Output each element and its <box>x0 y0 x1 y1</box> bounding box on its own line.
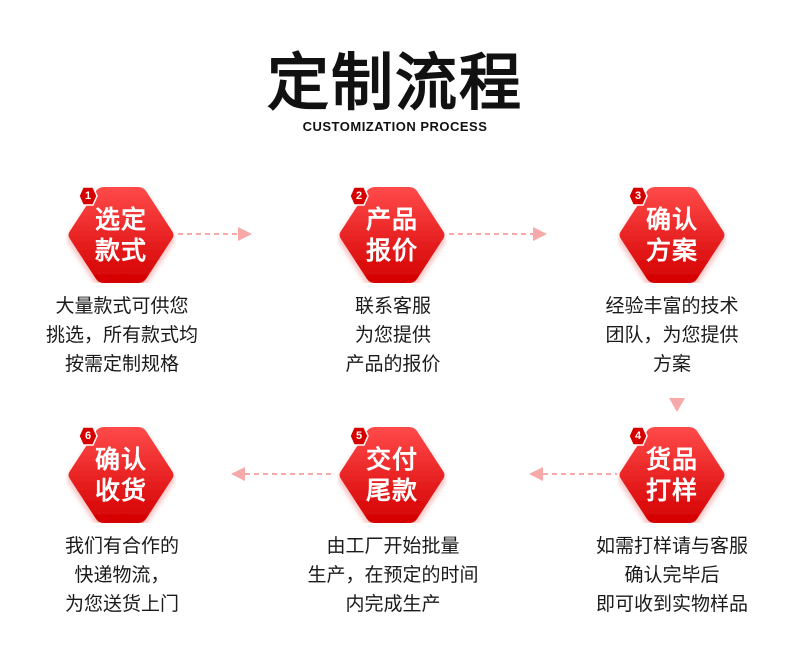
connector-arrow-left-icon <box>529 467 617 481</box>
step-number-badge: 3 <box>628 186 648 206</box>
step-description: 经验丰富的技术 团队，为您提供 方案 <box>605 295 739 375</box>
step-hexagon: 交付 尾款 <box>337 427 447 523</box>
step-title-line: 打样 <box>645 476 698 505</box>
step-title-line: 确认 <box>94 445 147 474</box>
step-description: 我们有合作的 快递物流， 为您送货上门 <box>64 535 179 615</box>
page-title: 定制流程 <box>266 46 523 119</box>
step-number-badge: 5 <box>349 426 369 446</box>
step-description: 联系客服 为您提供 产品的报价 <box>345 295 441 375</box>
connector-arrow-left-icon <box>231 467 335 481</box>
step-hexagon: 确认 方案 <box>617 187 727 283</box>
step-hexagon: 选定 款式 <box>66 187 176 283</box>
step-number-badge: 2 <box>349 186 369 206</box>
step-description: 如需打样请与客服 确认完毕后 即可收到实物样品 <box>595 535 748 615</box>
step-title-line: 尾款 <box>365 476 418 505</box>
step-description: 大量款式可供您 挑选，所有款式均 按需定制规格 <box>45 295 198 375</box>
step-title-line: 确认 <box>645 205 698 234</box>
step-number-badge: 1 <box>78 186 98 206</box>
step-title-line: 交付 <box>365 445 418 474</box>
step-title-line: 货品 <box>645 445 698 474</box>
step-title-line: 收货 <box>94 476 147 505</box>
step-title-line: 方案 <box>645 236 698 265</box>
connector-arrow-right-icon <box>449 227 547 241</box>
step-description: 由工厂开始批量 生产，在预定的时间 内完成生产 <box>307 535 479 615</box>
step-title-line: 款式 <box>94 236 147 265</box>
step-title-line: 选定 <box>94 205 147 234</box>
step-title-line: 报价 <box>365 236 418 265</box>
step-hexagon: 确认 收货 <box>66 427 176 523</box>
page-subtitle: CUSTOMIZATION PROCESS <box>302 119 488 134</box>
step-title-line: 产品 <box>365 205 418 234</box>
connector-arrow-right-icon <box>178 227 252 241</box>
step-hexagon: 产品 报价 <box>337 187 447 283</box>
connector-arrow-down-icon <box>669 398 685 412</box>
step-number-badge: 4 <box>628 426 648 446</box>
step-hexagon: 货品 打样 <box>617 427 727 523</box>
step-number-badge: 6 <box>78 426 98 446</box>
